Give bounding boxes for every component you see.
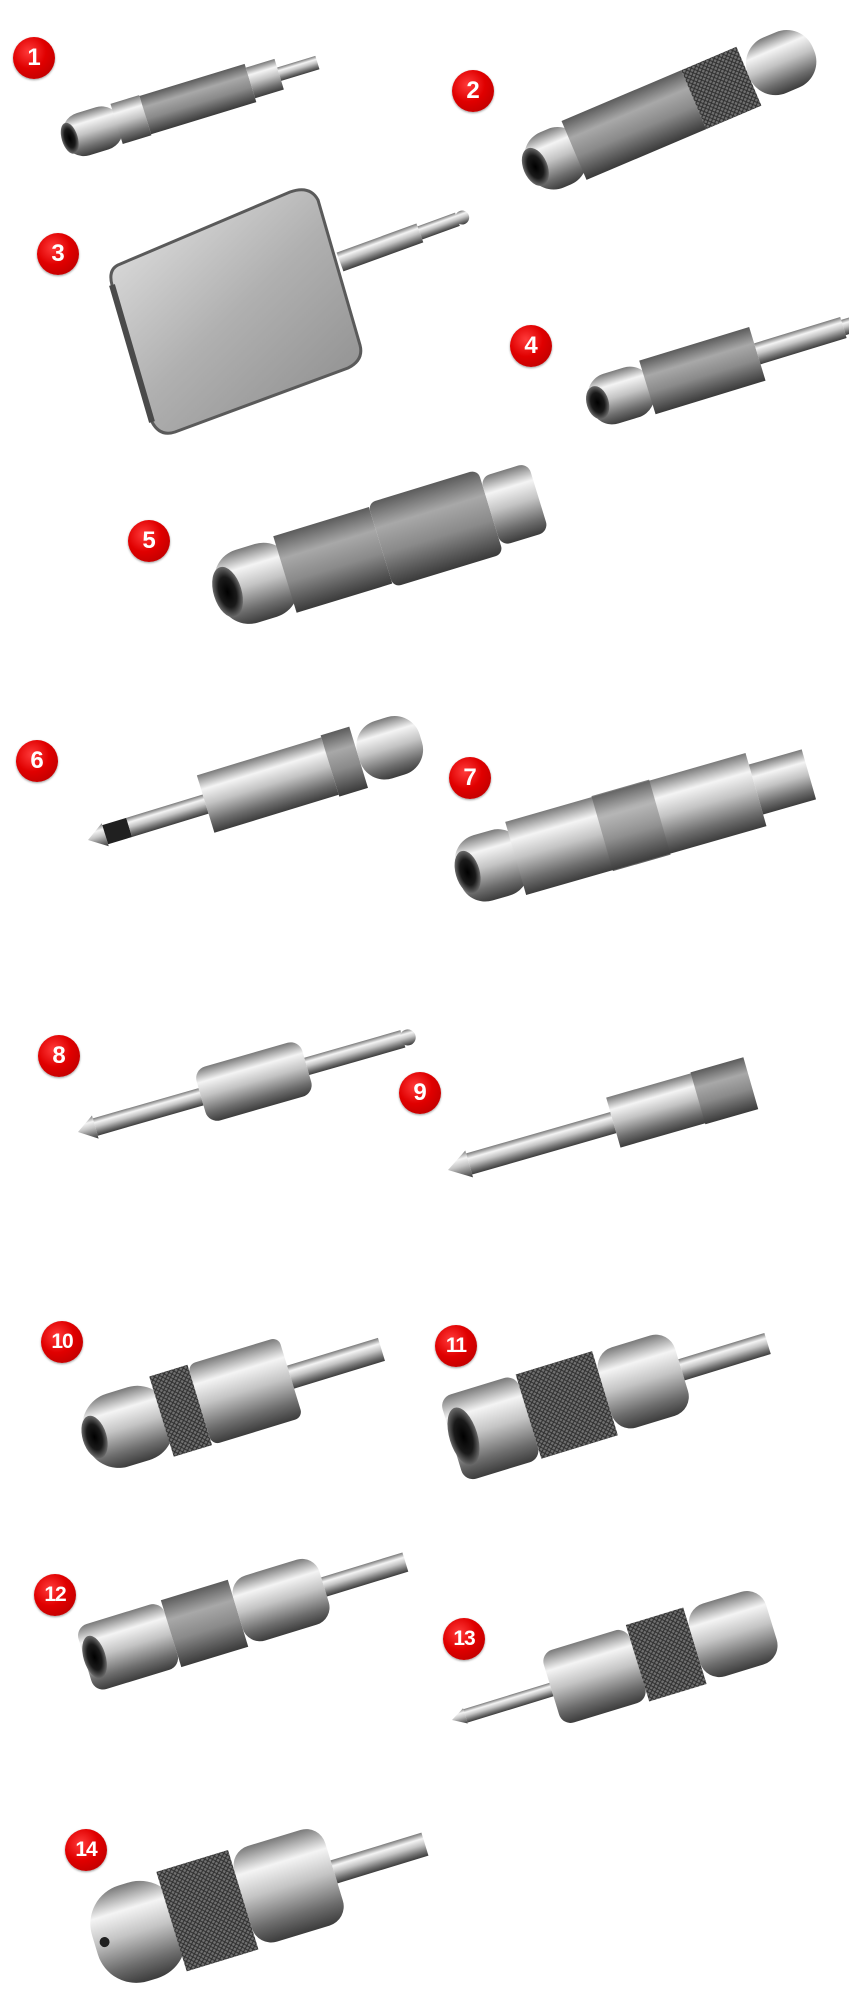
dual-jack-splitter-box-icon (109, 188, 470, 435)
mono-phone-plug-adapter-icon (448, 1057, 759, 1178)
rca-female-adapter-icon (521, 29, 817, 190)
mini-plug-to-jack-adapter-icon (81, 1337, 385, 1468)
badge-9: 9 (399, 1072, 441, 1114)
badge-8: 8 (38, 1035, 80, 1077)
stereo-mini-plug-adapter-icon (452, 1590, 778, 1724)
badge-14: 14 (65, 1829, 107, 1871)
rca-female-coupler-icon (212, 465, 547, 624)
badge-12: 12 (34, 1574, 76, 1616)
mono-phone-plug-coupler-icon (78, 1029, 416, 1139)
rca-female-jack-icon (60, 55, 320, 157)
phone-jack-female-coupler-icon (454, 749, 817, 902)
badge-4: 4 (510, 325, 552, 367)
mini-plug-knurled-adapter-icon (90, 1829, 429, 1983)
phone-jack-to-mini-plug-icon (442, 1332, 771, 1480)
badge-1: 1 (13, 37, 55, 79)
jack-to-mini-plug-adapter-icon (78, 1552, 409, 1690)
badge-2: 2 (452, 70, 494, 112)
badge-13: 13 (443, 1618, 485, 1660)
stereo-phone-plug-icon (88, 716, 424, 847)
badge-6: 6 (16, 740, 58, 782)
rca-to-phone-plug-adapter-icon (586, 312, 849, 425)
badge-5: 5 (128, 520, 170, 562)
badge-7: 7 (449, 757, 491, 799)
badge-3: 3 (37, 233, 79, 275)
badge-11: 11 (435, 1325, 477, 1367)
badge-10: 10 (41, 1321, 83, 1363)
